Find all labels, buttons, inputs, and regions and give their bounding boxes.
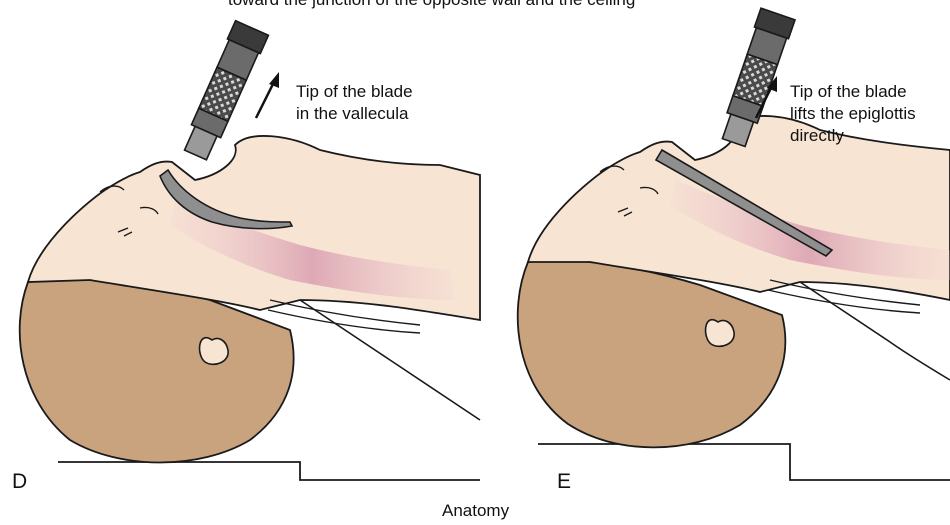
panel-d-arrow [256, 72, 279, 118]
panel-e-label-line-2: lifts the epiglottis [790, 103, 916, 124]
panel-e-letter: E [557, 470, 571, 494]
panel-d-letter: D [12, 470, 27, 494]
panel-d-label-line-2: in the vallecula [296, 103, 408, 124]
panel-d-table-line [58, 462, 480, 480]
panel-e-label-line-1: Tip of the blade [790, 81, 907, 102]
panel-e-table-line [538, 444, 950, 480]
panel-e-illustration [518, 8, 950, 480]
panel-e-label-line-3: directly [790, 125, 844, 146]
panel-d-label-line-1: Tip of the blade [296, 81, 413, 102]
panel-e-ear [706, 320, 735, 347]
panel-d-ear [200, 338, 229, 365]
footer-caption: Anatomy [442, 500, 509, 521]
